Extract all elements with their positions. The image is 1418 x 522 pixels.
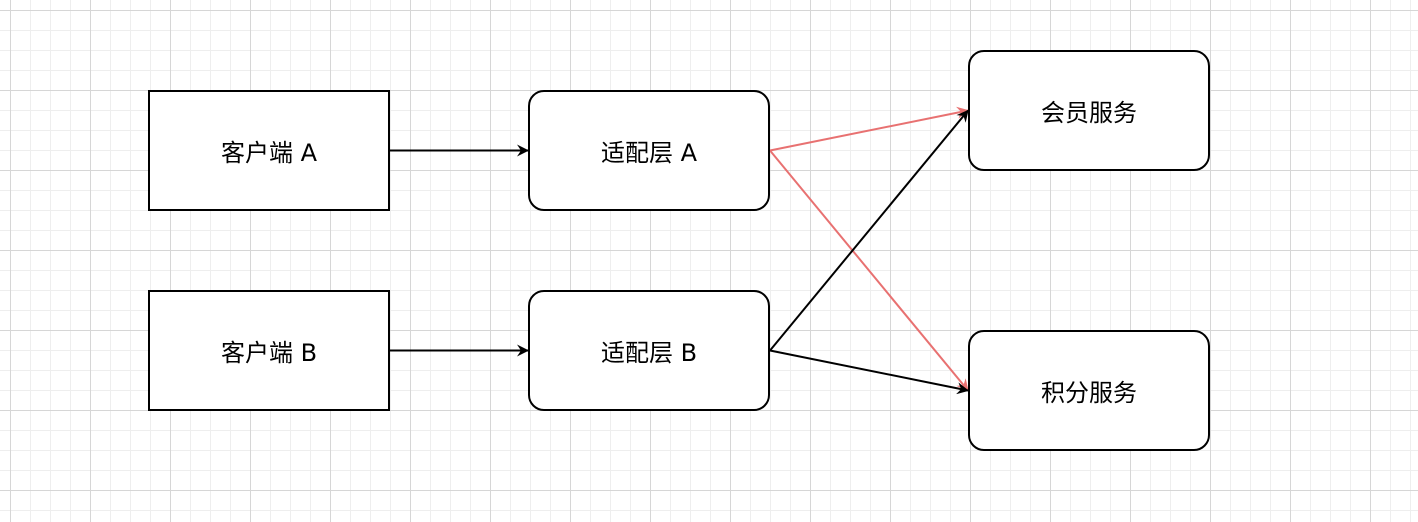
node-client-b[interactable]: 客户端 B [148, 290, 390, 411]
node-label: 适配层 A [600, 139, 698, 167]
edge-adapter-a-to-member-service [769, 106, 969, 152]
node-label: 积分服务 [1041, 379, 1137, 407]
edge-adapter-b-to-member-service [769, 109, 969, 352]
node-label: 客户端 A [220, 139, 318, 167]
node-points-service[interactable]: 积分服务 [968, 330, 1210, 451]
node-adapter-a[interactable]: 适配层 A [528, 90, 770, 211]
node-label: 适配层 B [600, 339, 698, 367]
node-client-a[interactable]: 客户端 A [148, 90, 390, 211]
node-adapter-b[interactable]: 适配层 B [528, 290, 770, 411]
node-member-service[interactable]: 会员服务 [968, 50, 1210, 171]
edge-adapter-b-to-points-service [769, 349, 969, 395]
node-label: 会员服务 [1041, 99, 1137, 127]
node-label: 客户端 B [220, 339, 318, 367]
edge-adapter-a-to-points-service [769, 149, 969, 392]
